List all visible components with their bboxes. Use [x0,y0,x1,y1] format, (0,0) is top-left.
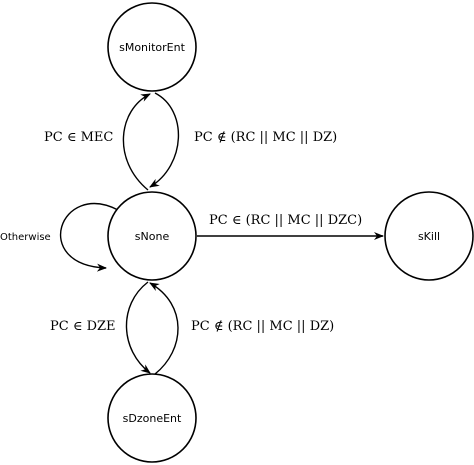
state-kill-label: sKill [418,230,440,243]
monitor-to-none-label: PC ∉ (RC || MC || DZ) [194,130,337,145]
monitor-to-none-edge [149,92,180,188]
self-loop-otherwise-edge [59,203,119,272]
state-dzone-circle [107,373,197,463]
state-monitor-circle [107,2,197,92]
none-to-kill-label: PC ∈ (RC || MC || DZC) [209,213,362,228]
state-none-node: sNone [107,191,197,281]
none-to-monitor-edge [122,93,151,191]
state-none-label: sNone [135,230,170,243]
state-kill-circle [384,191,474,281]
none-to-dzone-label: PC ∈ DZE [50,319,116,334]
state-none-circle [107,191,197,281]
state-monitor-node: sMonitorEnt [107,2,197,92]
none-to-dzone-edge [125,281,151,374]
dzone-to-none-label: PC ∉ (RC || MC || DZ) [191,319,334,334]
state-dzone-node: sDzoneEnt [107,373,197,463]
state-monitor-label: sMonitorEnt [119,41,185,54]
none-to-monitor-label: PC ∈ MEC [44,130,113,145]
state-kill-node: sKill [384,191,474,281]
otherwise-label: Otherwise [0,232,51,243]
dzone-to-none-edge [149,282,179,375]
state-dzone-label: sDzoneEnt [123,412,182,425]
